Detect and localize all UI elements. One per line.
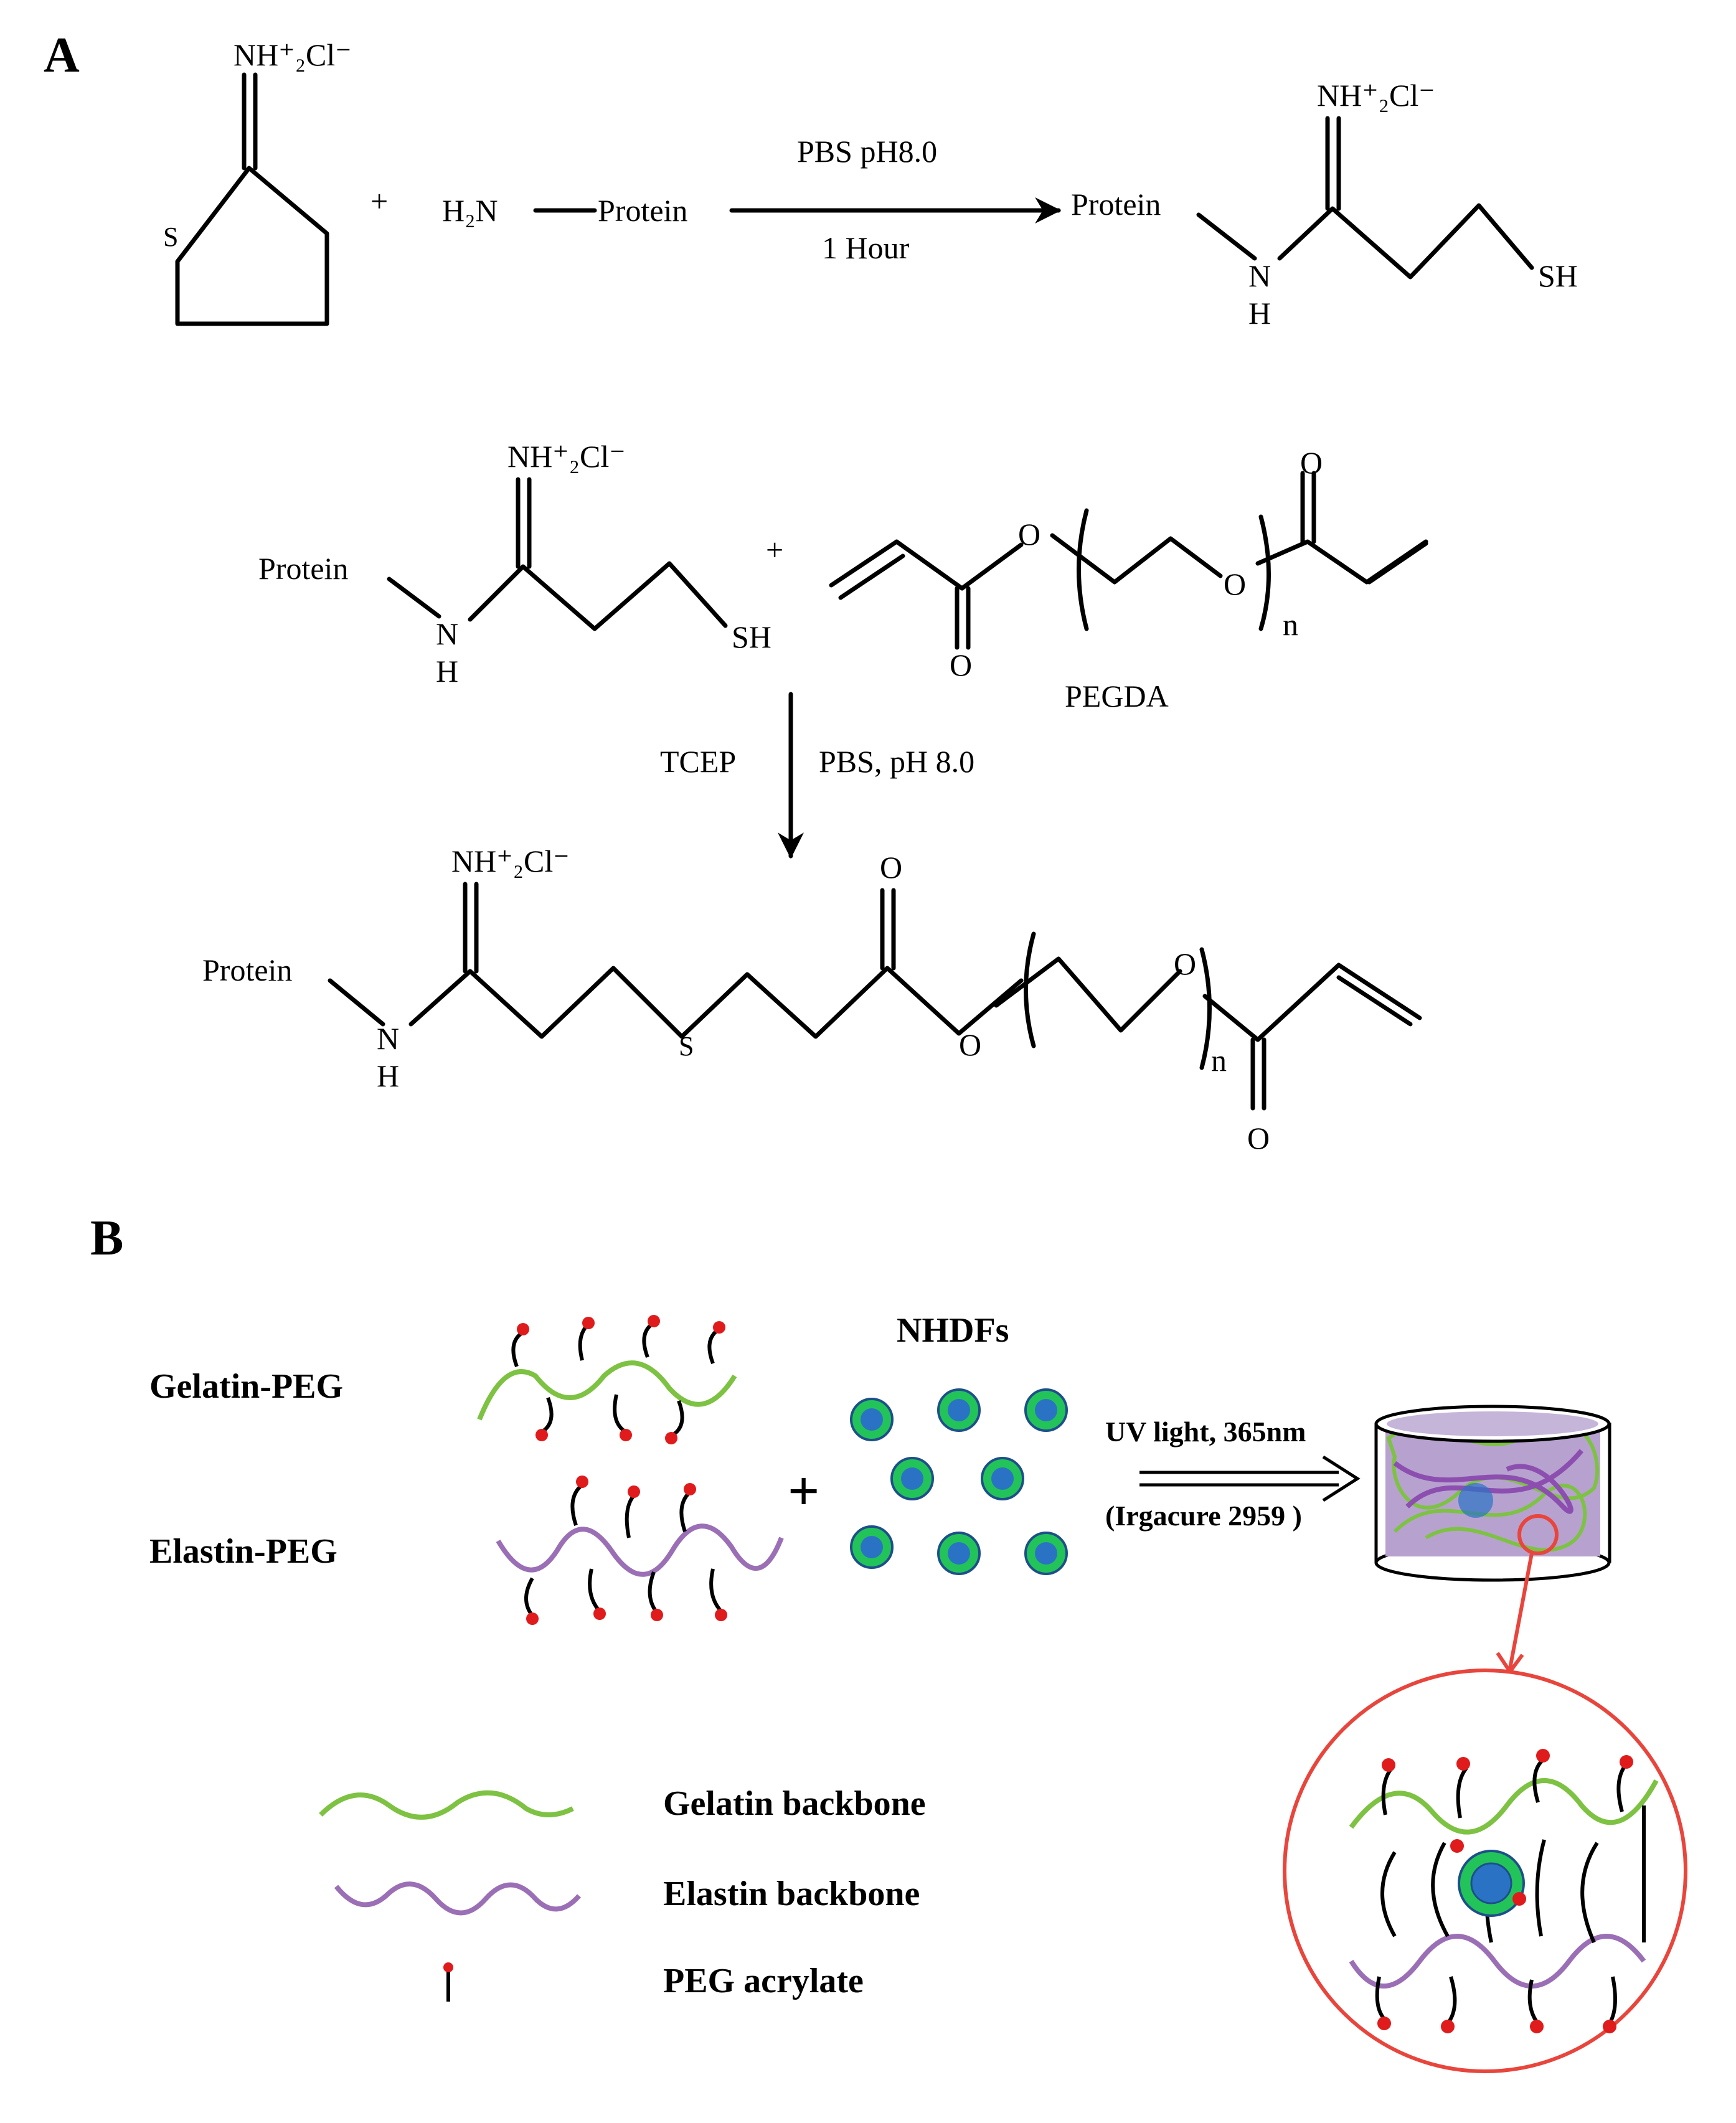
pegda-O-carbonyl-left: O xyxy=(950,647,972,682)
panel-label-b: B xyxy=(90,1211,123,1266)
amine-label: H₂N xyxy=(442,193,498,228)
iminothiolane-sulfur: S xyxy=(163,222,178,252)
conjugate-O-ether: O xyxy=(1174,946,1196,981)
reaction1-plus: + xyxy=(370,184,388,219)
gelatin-peg-label: Gelatin-PEG xyxy=(149,1367,343,1406)
zoom-connector xyxy=(1508,1553,1534,1669)
cell xyxy=(850,1525,894,1569)
cell xyxy=(850,1398,894,1441)
legend-acrylate-label: PEG acrylate xyxy=(663,1962,864,2000)
pegda-structure: O O O n O PEGDA xyxy=(829,445,1428,713)
mixing-plus: + xyxy=(788,1461,819,1522)
reaction1-condition-bottom: 1 Hour xyxy=(822,230,910,265)
legend: Gelatin backbone Elastin backbone PEG ac… xyxy=(319,1784,926,2002)
legend-elastin-swatch xyxy=(334,1881,582,1916)
legend-elastin-label: Elastin backbone xyxy=(663,1875,920,1913)
product1-protein-label: Protein xyxy=(1071,187,1161,222)
uv-light-label: UV light, 365nm xyxy=(1105,1416,1306,1448)
zoomed-network xyxy=(1283,1669,1687,2073)
initiator-label: (Irgacure 2959 ) xyxy=(1105,1500,1302,1532)
gelatin-peg-strand xyxy=(477,1315,737,1444)
elastin-peg-label: Elastin-PEG xyxy=(149,1532,337,1571)
reactant2-charge: NH⁺₂Cl⁻ xyxy=(507,439,626,474)
iminothiolane-charge: NH⁺₂Cl⁻ xyxy=(234,37,352,72)
pegda-O-ester: O xyxy=(1018,517,1040,552)
product1-H: H xyxy=(1248,296,1271,331)
nhdf-cells-cluster xyxy=(850,1388,1068,1575)
cell xyxy=(937,1532,981,1575)
zoom-region-marker xyxy=(1517,1514,1559,1555)
hydrogel-cylinder xyxy=(1374,1405,1611,1582)
cell xyxy=(937,1388,981,1432)
conjugate-O-ester: O xyxy=(959,1027,981,1062)
conjugate-protein-label: Protein xyxy=(202,953,292,987)
conjugate-O-carbonyl: O xyxy=(880,850,902,885)
reactant2-SH: SH xyxy=(732,619,771,654)
product1-N: N xyxy=(1248,258,1271,293)
pegda-label: PEGDA xyxy=(1065,679,1169,713)
cell xyxy=(1024,1388,1068,1432)
conjugate-charge: NH⁺₂Cl⁻ xyxy=(451,844,570,878)
conjugate-n: n xyxy=(1211,1043,1227,1078)
iminothiolane-structure: NH⁺₂Cl⁻ S xyxy=(163,37,352,326)
elastin-peg-strand xyxy=(496,1476,784,1625)
protein-peg-conjugate-structure: Protein NH⁺₂Cl⁻ N H S O O O n O xyxy=(202,844,1422,1156)
cell xyxy=(981,1457,1024,1500)
reactant-protein-label: Protein xyxy=(598,193,687,228)
legend-gelatin-swatch xyxy=(319,1790,574,1820)
reactant2-protein-label: Protein xyxy=(258,551,348,586)
legend-acrylate-swatch xyxy=(443,1962,453,2002)
panel-label-a: A xyxy=(44,28,80,83)
reaction2-condition-right: PBS, pH 8.0 xyxy=(819,744,974,779)
product1-charge: NH⁺₂Cl⁻ xyxy=(1317,78,1435,113)
conjugate-H: H xyxy=(377,1058,399,1093)
reaction2-condition-left: TCEP xyxy=(660,744,736,779)
conjugate-S: S xyxy=(679,1031,694,1062)
cell xyxy=(1024,1532,1068,1575)
cell xyxy=(890,1457,934,1500)
pegda-O-carbonyl-right: O xyxy=(1300,445,1323,480)
cells-label: NHDFs xyxy=(897,1311,1009,1350)
reaction2-plus: + xyxy=(766,532,783,567)
thiolated-protein-reactant: Protein NH⁺₂Cl⁻ N H SH xyxy=(258,439,771,689)
pegda-n: n xyxy=(1283,607,1298,642)
crosslink-arrow xyxy=(1139,1455,1361,1502)
reactant2-H: H xyxy=(436,654,458,689)
reaction1-condition-top: PBS pH8.0 xyxy=(797,134,937,169)
conjugate-O-terminal: O xyxy=(1247,1121,1270,1156)
thiolated-protein-structure: Protein NH⁺₂Cl⁻ N H SH xyxy=(1071,78,1578,331)
product1-SH: SH xyxy=(1538,258,1578,293)
reactant2-N: N xyxy=(436,616,458,651)
pegda-O-ether: O xyxy=(1224,567,1246,601)
conjugate-N: N xyxy=(377,1021,399,1056)
legend-gelatin-label: Gelatin backbone xyxy=(663,1784,926,1823)
